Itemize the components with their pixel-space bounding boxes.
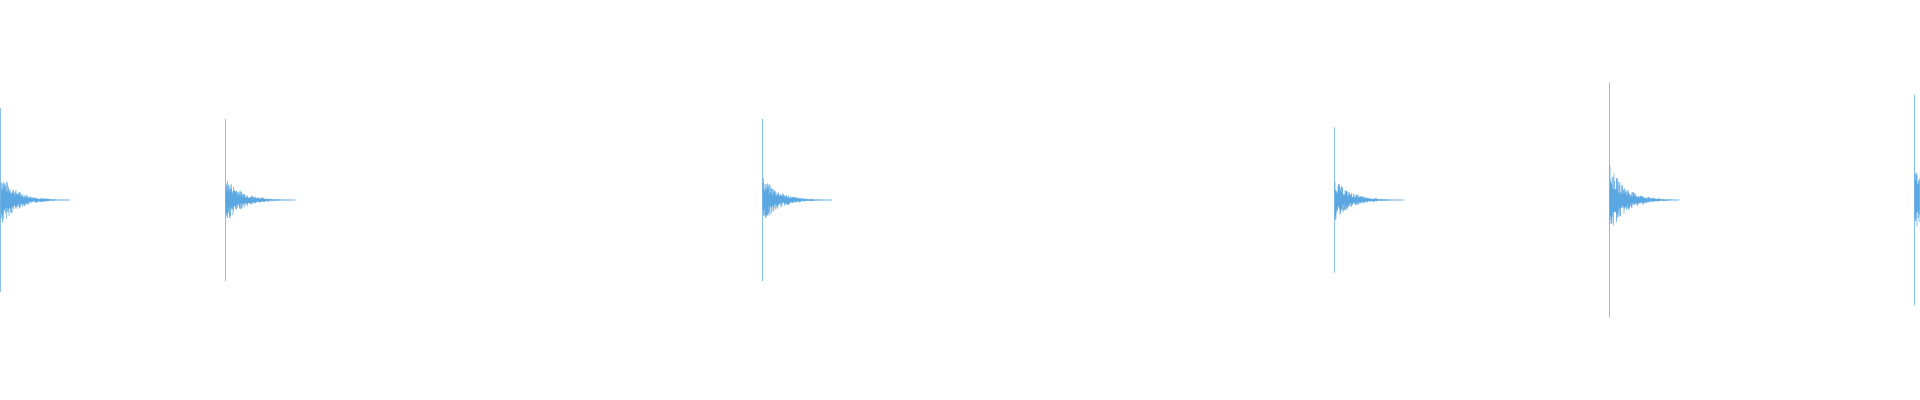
waveform-transient	[1334, 127, 1405, 273]
waveform-transient	[0, 108, 71, 292]
waveform-transient	[1914, 94, 1920, 306]
waveform-transient	[1609, 82, 1680, 318]
waveform-transient	[762, 119, 833, 281]
waveform-transient	[225, 119, 296, 281]
